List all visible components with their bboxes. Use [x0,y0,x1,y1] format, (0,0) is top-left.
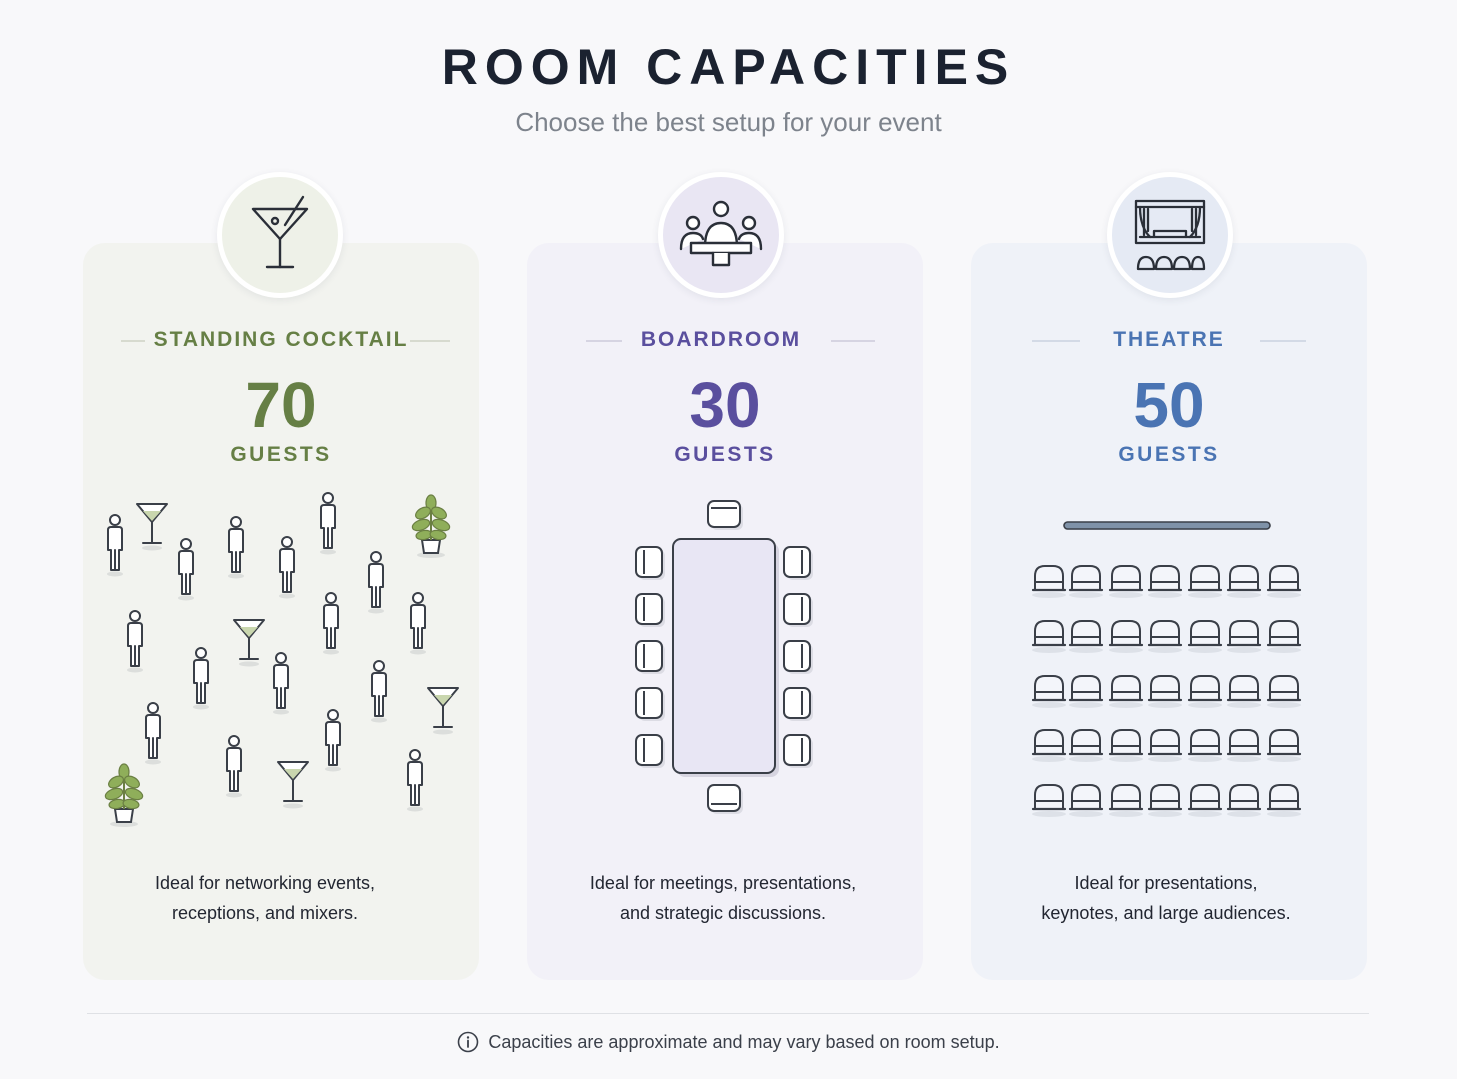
cocktail-glass-icon [251,195,309,269]
standing-cocktail-illustration [102,492,459,828]
theatre-stage-icon [1134,199,1206,271]
theatre-unit: GUESTS [1118,443,1220,466]
theatre-stage [1063,521,1271,530]
meeting-people-icon [679,200,763,267]
description-line: Ideal for meetings, presentations, [589,873,857,893]
boardroom-description: Ideal for meetings, presentations, and s… [527,868,919,928]
info-icon [458,1031,479,1053]
standing-cocktail-unit: GUESTS [230,443,332,466]
page-title: ROOM CAPACITIES [441,39,1016,95]
theatre-card [971,243,1367,980]
standing-cocktail-badge [217,172,343,298]
description-line: Ideal for presentations, [1074,873,1258,893]
footer-note: Capacities are approximate and may vary … [0,1031,1457,1053]
page-subtitle: Choose the best setup for your event [515,107,942,137]
head-chair-bottom [707,784,743,814]
card-title-rule-right [1260,340,1306,342]
description-line: receptions, and mixers. [171,903,359,923]
head-chair-top [707,500,743,530]
card-title-rule-right [410,340,450,342]
standing-cocktail-description: Ideal for networking events, receptions,… [83,868,447,928]
standing-cocktail-title: STANDING COCKTAIL [153,328,409,351]
description-line: and strategic discussions. [619,903,827,923]
boardroom-badge [658,172,784,298]
boardroom-unit: GUESTS [674,443,776,466]
theatre-description: Ideal for presentations, keynotes, and l… [983,868,1349,928]
theatre-title: THEATRE [1113,328,1225,351]
boardroom-title: BOARDROOM [640,328,802,351]
footer-note-text: Capacities are approximate and may vary … [488,1031,1000,1052]
card-title-rule-left [586,340,622,342]
boardroom-count: 30 [689,369,761,441]
card-title-rule-right [831,340,875,342]
theatre-badge [1107,172,1233,298]
footer-divider [87,1013,1369,1014]
standing-cocktail-count: 70 [245,369,317,441]
card-title-rule-left [121,340,145,342]
theatre-seating-illustration [1030,521,1303,824]
theatre-count: 50 [1133,369,1205,441]
boardroom-table [672,538,776,774]
boardroom-table-illustration [635,500,814,814]
card-title-rule-left [1032,340,1080,342]
description-line: Ideal for networking events, [154,873,376,893]
description-line: keynotes, and large audiences. [1041,903,1291,923]
